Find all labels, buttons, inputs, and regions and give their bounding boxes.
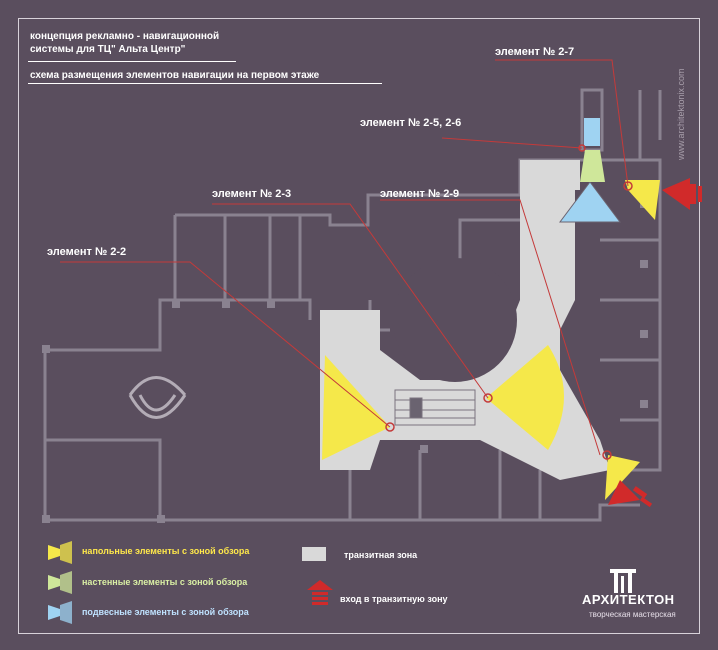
logo-icon bbox=[610, 569, 636, 593]
floor-zone-2-3 bbox=[322, 355, 390, 460]
callout-2-9: элемент № 2-9 bbox=[380, 188, 460, 200]
floor-zone-2-9 bbox=[486, 345, 564, 450]
legend-icon-wall bbox=[48, 571, 72, 594]
escalators bbox=[394, 389, 476, 426]
floor-zone-2-7 bbox=[625, 180, 660, 220]
legend-hanging-label: подвесные элементы с зоной обзора bbox=[82, 607, 249, 617]
wall-zone-2-5 bbox=[580, 150, 605, 182]
subtitle-rule bbox=[28, 83, 382, 84]
callout-2-5-2-6: элемент № 2-5, 2-6 bbox=[360, 117, 462, 129]
callout-2-3: элемент № 2-3 bbox=[212, 188, 292, 200]
legend-wall-label: настенные элементы с зоной обзора bbox=[82, 577, 248, 587]
legend-icon-entrance bbox=[307, 580, 333, 605]
logo-name: АРХИТЕКТОН bbox=[582, 592, 675, 607]
logo-tagline: творческая мастерская bbox=[589, 610, 676, 619]
subtitle: схема размещения элементов навигации на … bbox=[30, 70, 320, 81]
atrium-void bbox=[393, 258, 517, 382]
hanging-element-2-7 bbox=[584, 118, 600, 146]
drawing-frame bbox=[18, 18, 700, 634]
legend-entrance-label: вход в транзитную зону bbox=[340, 594, 448, 604]
entrance-arrow-bottom bbox=[608, 480, 653, 508]
legend-icon-floor bbox=[48, 541, 72, 564]
hanging-zone bbox=[559, 181, 621, 223]
title-line-2: системы для ТЦ" Альта Центр" bbox=[30, 44, 186, 55]
callout-lines bbox=[60, 59, 629, 456]
element-markers bbox=[385, 144, 633, 460]
title-line-1: концепция рекламно - навигационной bbox=[30, 31, 220, 42]
legend-icon-hanging bbox=[48, 601, 72, 624]
callout-2-2: элемент № 2-2 bbox=[47, 246, 127, 258]
title-rule bbox=[28, 61, 236, 62]
callout-2-7: элемент № 2-7 bbox=[495, 46, 575, 58]
central-feature bbox=[128, 376, 187, 419]
entrance-arrow-right bbox=[662, 178, 702, 210]
legend-floor-label: напольные элементы с зоной обзора bbox=[82, 546, 250, 556]
floor-zone-entrance bbox=[605, 455, 640, 500]
legend-icon-transit bbox=[302, 547, 326, 561]
legend-transit-label: транзитная зона bbox=[344, 550, 418, 560]
